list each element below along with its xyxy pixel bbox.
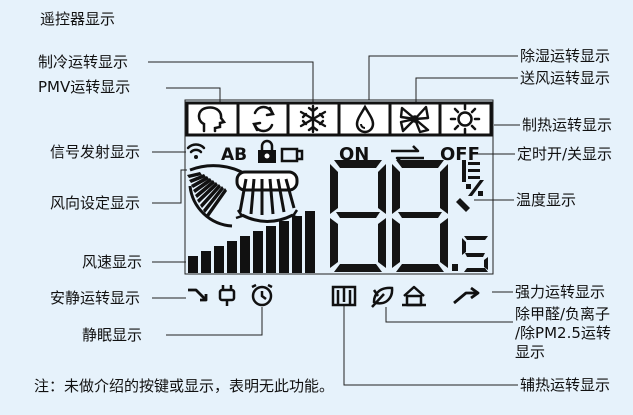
label-pmv: PMV运转显示 <box>38 78 131 96</box>
leader-fan <box>415 77 518 103</box>
lock-icon <box>258 139 276 163</box>
leader-sleep <box>166 307 263 336</box>
leader-lines <box>148 55 520 386</box>
label-signal: 信号发射显示 <box>50 143 141 161</box>
label-cool: 制冷运转显示 <box>38 53 129 71</box>
leader-dehum <box>368 55 518 100</box>
big-digits <box>330 160 488 272</box>
label-dehumidify: 除湿运转显示 <box>520 47 611 65</box>
turbo-arrow-icon <box>453 286 480 305</box>
clean-icon <box>280 147 304 163</box>
house-icon <box>402 285 426 307</box>
label-purify-line3: 显示 <box>515 343 546 361</box>
label-purify-line2: /除PM2.5运转 <box>515 324 611 342</box>
label-aux-heat: 辅热运转显示 <box>520 376 611 394</box>
label-fan-speed: 风速显示 <box>82 253 143 271</box>
leader-aux <box>343 304 518 386</box>
lcd-frame <box>184 99 494 275</box>
label-sleep: 静眠显示 <box>82 326 143 344</box>
mode-icon-row <box>185 101 493 137</box>
sun-icon <box>449 103 481 135</box>
louver-icon <box>187 164 300 228</box>
fan-icon <box>399 105 430 134</box>
lcd-ab-text: AB <box>221 145 248 165</box>
purify-icon <box>218 285 236 306</box>
sleep-alarm-icon <box>251 283 273 307</box>
label-wind-direction: 风向设定显示 <box>50 194 141 212</box>
label-temperature: 温度显示 <box>516 191 577 209</box>
lcd-on-text: ON <box>339 144 370 165</box>
signal-icon <box>186 143 206 159</box>
label-quiet: 安静运转显示 <box>50 289 141 307</box>
label-fan-only: 送风运转显示 <box>520 69 611 87</box>
leader-purify <box>385 307 513 323</box>
leader-pmv <box>166 87 221 102</box>
label-heat: 制热运转显示 <box>522 116 613 134</box>
leader-wind <box>152 169 187 204</box>
leaf-icon <box>371 286 394 308</box>
pmv-head-icon <box>197 106 227 133</box>
label-turbo: 强力运转显示 <box>515 283 606 301</box>
leader-cool <box>148 61 314 102</box>
quiet-icon <box>188 288 208 302</box>
label-timer: 定时开/关显示 <box>517 145 613 163</box>
water-drop-icon <box>355 104 375 134</box>
snowflake-icon <box>299 104 327 134</box>
fan-speed-bars-icon <box>188 211 315 273</box>
lcd-off-text: OFF <box>440 144 480 165</box>
auto-cycle-icon <box>252 105 275 133</box>
label-purify-line1: 除甲醛/负离子 <box>515 305 611 323</box>
aux-heat-icon <box>331 285 357 307</box>
footnote: 注：未做介绍的按键或显示，表明无此功能。 <box>34 377 335 395</box>
diagram-title: 遥控器显示 <box>40 10 116 28</box>
